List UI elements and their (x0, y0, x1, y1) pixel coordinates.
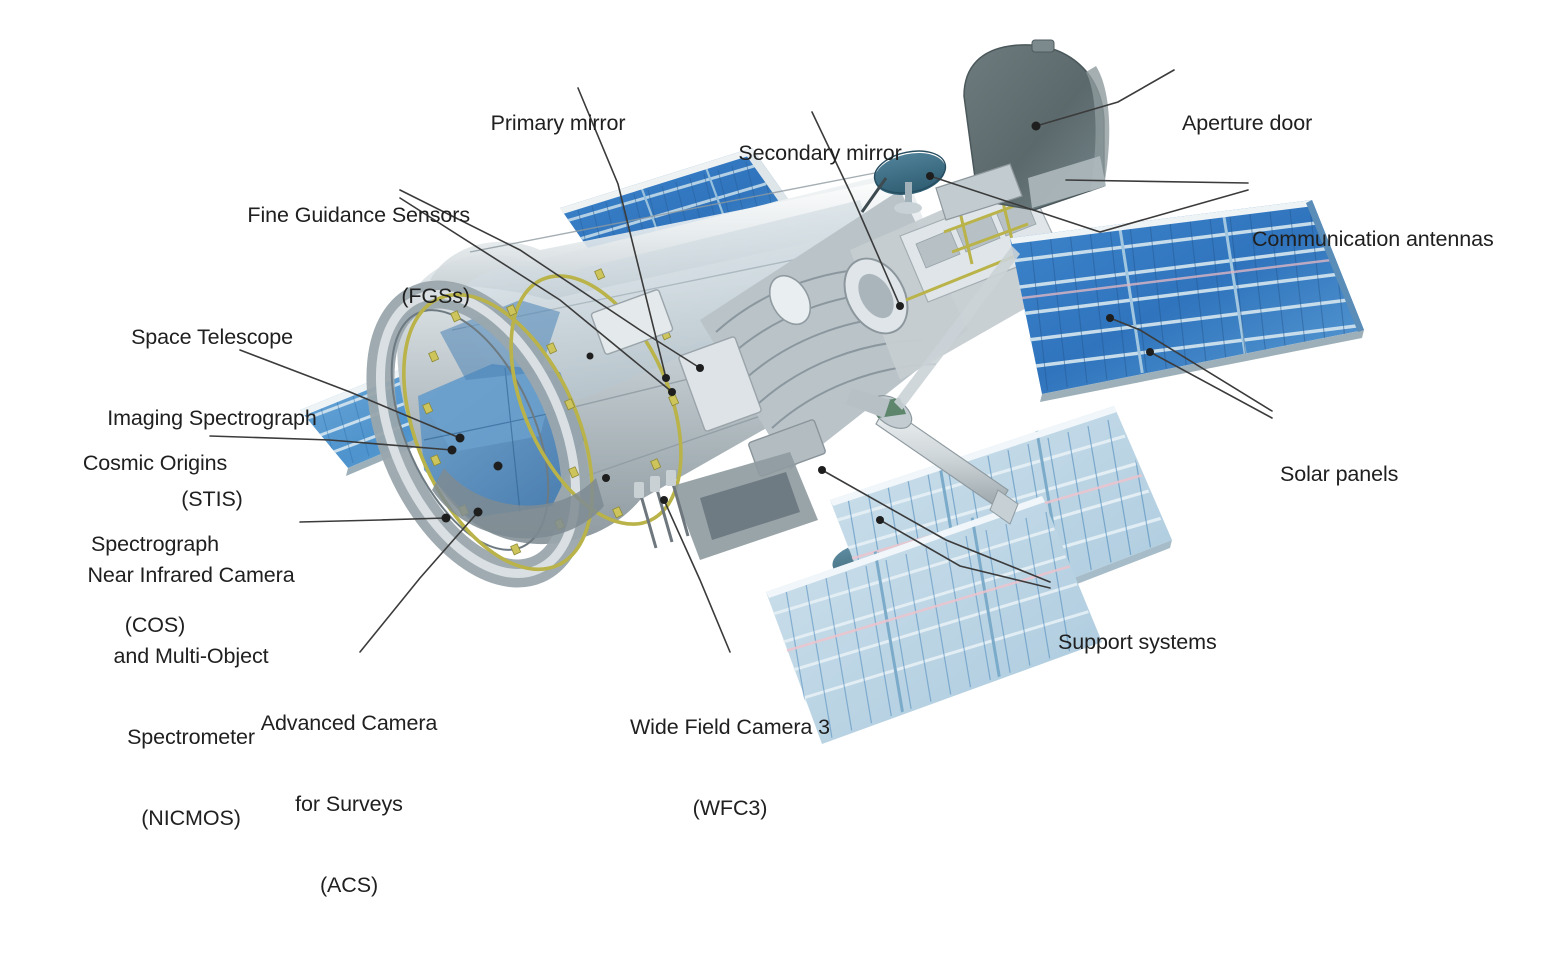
label-stis-line1: Space Telescope (131, 325, 293, 349)
label-primary-mirror: Primary mirror (478, 56, 638, 191)
leader-line-endpoints (441, 121, 1154, 524)
label-cos-line2: Spectrograph (91, 532, 219, 556)
label-nicmos-line3: Spectrometer (127, 725, 255, 749)
label-cos-line1: Cosmic Origins (82, 451, 228, 475)
label-primary-mirror-line1: Primary mirror (490, 111, 626, 135)
communication-antenna-upper (860, 150, 947, 214)
label-fine-guidance-sensors: Fine Guidance Sensors (FGSs) (150, 148, 470, 364)
label-communication-antennas-line1: Communication antennas (1252, 227, 1494, 251)
label-acs-line2: for Surveys (295, 792, 403, 816)
label-support-systems-line1: Support systems (1058, 630, 1217, 654)
label-support-systems: Support systems (1058, 575, 1278, 710)
label-secondary-mirror: Secondary mirror (722, 86, 918, 221)
label-nicmos-line1: Near Infrared Camera (87, 563, 295, 587)
label-nicmos: Near Infrared Camera and Multi-Object Sp… (46, 508, 336, 886)
label-stis-line2: Imaging Spectrograph (107, 406, 317, 430)
label-acs-line1: Advanced Camera (260, 711, 438, 735)
aperture-door (935, 39, 1110, 221)
label-cos-line3: (COS) (124, 613, 186, 637)
label-stis: Space Telescope Imaging Spectrograph (ST… (62, 270, 362, 567)
label-wfc3: Wide Field Camera 3 (WFC3) (590, 660, 870, 876)
label-aperture-door-line1: Aperture door (1182, 111, 1313, 135)
label-cos: Cosmic Origins Spectrograph (COS) (30, 396, 280, 693)
label-solar-panels: Solar panels (1280, 407, 1480, 542)
label-wfc3-line2: (WFC3) (692, 796, 768, 820)
hubble-diagram: Primary mirror Secondary mirror Aperture… (30, 39, 1552, 897)
label-communication-antennas: Communication antennas (1252, 172, 1552, 307)
label-stis-line3: (STIS) (181, 487, 243, 511)
label-secondary-mirror-line1: Secondary mirror (738, 141, 902, 165)
telescope-illustration (209, 39, 1364, 744)
label-fgs-line1: Fine Guidance Sensors (247, 203, 470, 227)
label-acs-line3: (ACS) (319, 873, 379, 897)
label-aperture-door: Aperture door (1182, 56, 1402, 191)
solar-array-support-boom (846, 246, 1020, 525)
leader-lines (209, 69, 1273, 653)
solar-panel-upper-right (1010, 200, 1364, 402)
label-fgs-line2: (FGSs) (401, 284, 470, 308)
label-nicmos-line2: and Multi-Object (113, 644, 269, 668)
label-solar-panels-line1: Solar panels (1280, 462, 1399, 486)
label-acs: Advanced Camera for Surveys (ACS) (222, 656, 476, 953)
label-wfc3-line1: Wide Field Camera 3 (629, 715, 831, 739)
